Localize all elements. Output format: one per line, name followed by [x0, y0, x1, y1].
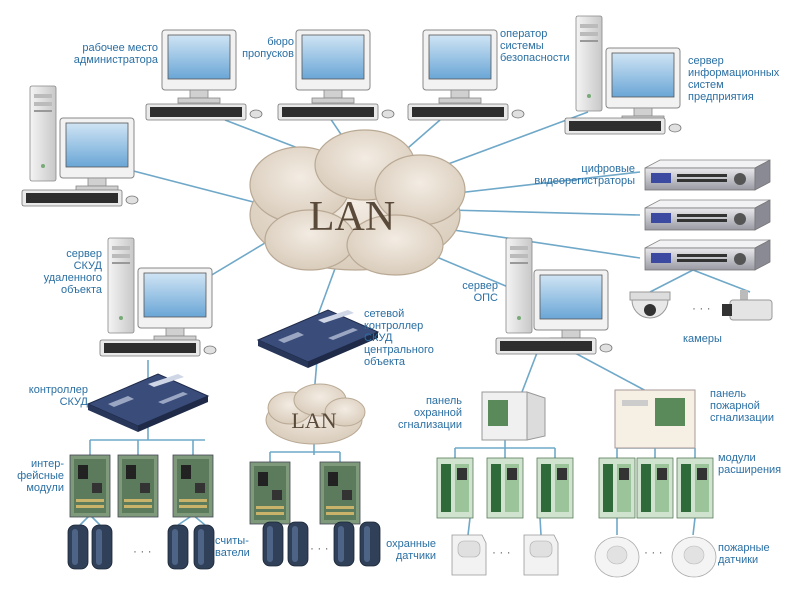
- interface-module: [319, 461, 361, 525]
- label-ops-server: сервер ОПС: [462, 280, 498, 304]
- lan-cloud-main: LAN: [249, 129, 466, 276]
- dvr-2: [644, 199, 771, 231]
- expansion-module: [636, 457, 674, 519]
- dvr-3: [644, 239, 771, 271]
- dvr-1: [644, 159, 771, 191]
- label-enterprise-server: сервер информационных систем предприятия: [688, 55, 780, 103]
- card-reader-icon: [333, 521, 355, 567]
- label-fire-sensors: пожарные датчики: [718, 542, 770, 566]
- card-reader-icon: [287, 521, 309, 567]
- expansion-module: [536, 457, 574, 519]
- interface-module: [249, 461, 291, 525]
- fire-alarm-panel: [614, 389, 696, 449]
- dome-camera-icon: [629, 291, 671, 319]
- expansion-module: [436, 457, 474, 519]
- label-admin-workstation: рабочее место администратора: [73, 42, 158, 66]
- lan-label-local: LAN: [291, 408, 336, 433]
- server-ops: [495, 237, 613, 355]
- server-enterprise: [564, 15, 682, 135]
- label-interface-modules: интер- фейсные модули: [17, 458, 64, 494]
- label-security-panel: панель охранной сгнализации: [397, 395, 462, 431]
- server-left-top: [21, 85, 139, 207]
- smoke-detector-icon: [594, 536, 640, 578]
- security-alarm-panel: [481, 391, 546, 441]
- label-security-operator: оператор системы безопасности: [500, 28, 570, 64]
- cloud-icon: [249, 129, 466, 276]
- ellipsis: · · ·: [692, 301, 711, 315]
- motion-sensor-icon: [451, 534, 487, 576]
- card-reader-icon: [91, 524, 113, 570]
- label-readers: считы- ватели: [215, 535, 250, 559]
- label-security-sensors: охранные датчики: [386, 538, 436, 562]
- interface-module: [117, 454, 159, 518]
- label-cameras: камеры: [683, 333, 722, 345]
- controller-skud: [87, 373, 209, 433]
- label-network-controller: сетевой контроллер СКУД центрального объ…: [364, 308, 434, 368]
- lan-label: LAN: [309, 194, 395, 240]
- expansion-module: [486, 457, 524, 519]
- card-reader-icon: [359, 521, 381, 567]
- box-camera-icon: [722, 290, 773, 321]
- label-remote-server: сервер СКУД удаленного объекта: [43, 248, 102, 296]
- ellipsis: · · ·: [310, 541, 329, 555]
- ellipsis: · · ·: [644, 545, 663, 559]
- label-expansion-modules: модули расширения: [718, 452, 782, 476]
- card-reader-icon: [67, 524, 89, 570]
- server-skud-remote: [99, 237, 217, 357]
- card-reader-icon: [262, 521, 284, 567]
- label-fire-panel: панель пожарной сгнализации: [710, 388, 775, 424]
- card-reader-icon: [167, 524, 189, 570]
- expansion-module: [598, 457, 636, 519]
- interface-module: [69, 454, 111, 518]
- motion-sensor-icon: [523, 534, 559, 576]
- label-badge-office: бюро пропусков: [242, 36, 294, 60]
- label-skud-controller: контроллер СКУД: [28, 384, 88, 408]
- workstation-badge-office: [277, 29, 395, 121]
- cloud-icon: [265, 383, 366, 445]
- network-controller: [257, 309, 379, 369]
- expansion-module: [676, 457, 714, 519]
- smoke-detector-icon: [671, 536, 717, 578]
- links: [79, 111, 751, 536]
- ellipsis: · · ·: [133, 544, 152, 558]
- ellipsis: · · ·: [492, 545, 511, 559]
- interface-module: [172, 454, 214, 518]
- label-dvr: цифровые видеорегистраторы: [534, 163, 635, 187]
- lan-cloud-local: LAN: [265, 383, 366, 445]
- card-reader-icon: [193, 524, 215, 570]
